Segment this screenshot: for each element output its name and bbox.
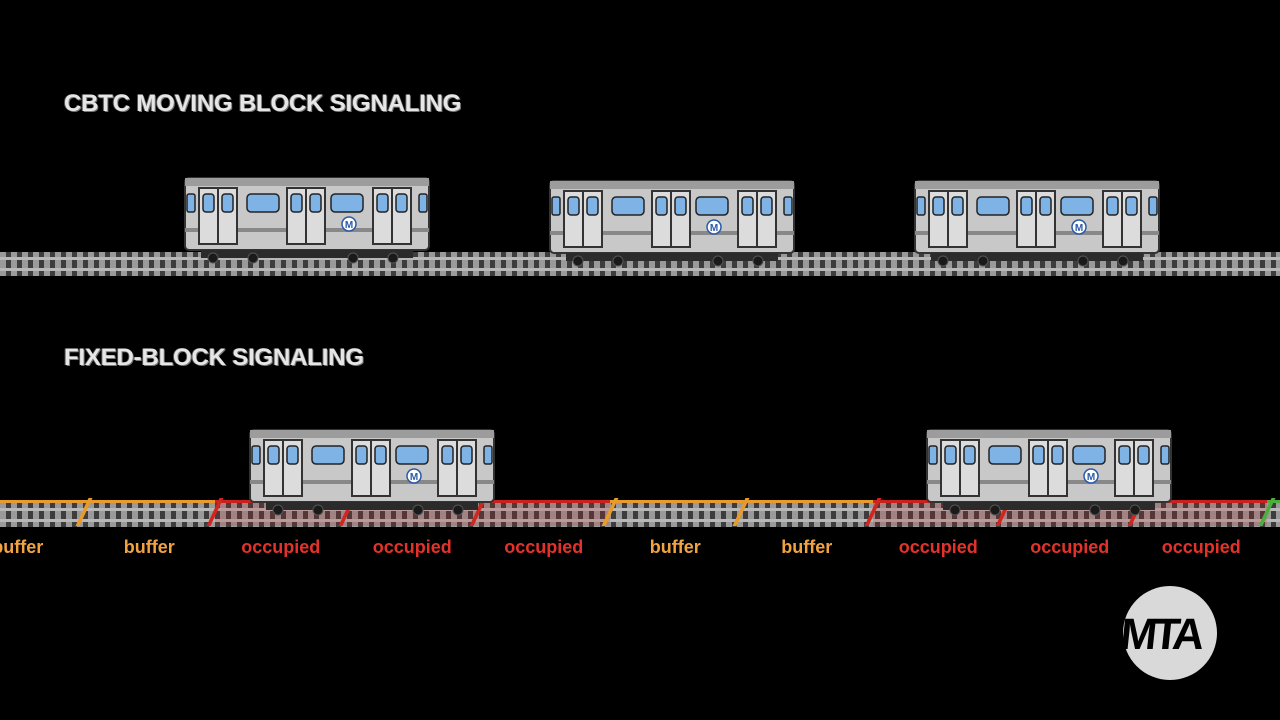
block-segment-7 <box>741 500 873 526</box>
fixed-block-section-title: FIXED-BLOCK SIGNALING <box>64 344 364 371</box>
block-segment-2 <box>83 500 215 526</box>
cbtc-train-3: M <box>914 180 1160 267</box>
svg-text:M: M <box>345 220 353 231</box>
block-segment-end <box>1267 500 1280 526</box>
block-label-5: occupied <box>504 537 584 557</box>
fixed-block-train-2: M <box>926 429 1172 516</box>
svg-text:M: M <box>410 472 418 483</box>
block-segment-1 <box>0 500 84 526</box>
cbtc-section-title: CBTC MOVING BLOCK SIGNALING <box>64 90 462 117</box>
svg-text:M: M <box>1087 472 1095 483</box>
block-label-3: occupied <box>241 537 321 557</box>
cbtc-train-1: M <box>184 177 430 264</box>
cbtc-train-2: M <box>549 180 795 267</box>
block-label-7: buffer <box>781 537 833 557</box>
block-label-1: buffer <box>0 537 44 557</box>
svg-text:M: M <box>1075 223 1083 234</box>
block-segment-5 <box>478 500 610 526</box>
block-label-10: occupied <box>1161 537 1241 557</box>
block-segment-6 <box>609 500 741 526</box>
mta-logo-text: MTA <box>1122 610 1206 659</box>
block-label-4: occupied <box>372 537 452 557</box>
block-label-2: buffer <box>123 537 175 557</box>
block-label-6: buffer <box>649 537 701 557</box>
block-segment-10 <box>1135 500 1267 526</box>
fixed-block-train-1: M <box>249 429 495 516</box>
mta-logo: MTA <box>1122 586 1217 680</box>
block-label-9: occupied <box>1030 537 1110 557</box>
block-label-8: occupied <box>898 537 978 557</box>
svg-text:M: M <box>710 223 718 234</box>
